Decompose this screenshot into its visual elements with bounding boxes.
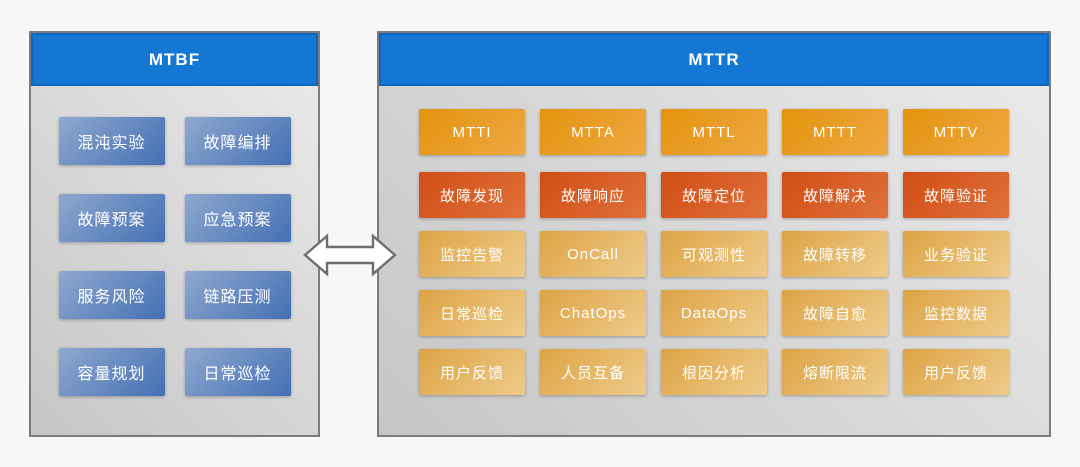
mttr-item-r4-c1: 人员互备 (540, 349, 646, 395)
mttr-title: MTTR (688, 49, 740, 69)
double-arrow-shape (303, 233, 397, 277)
mttr-body: MTTI MTTA MTTL MTTT MTTV 故障发现故障响应故障定位故障解决故障验证… (379, 86, 1049, 395)
mttr-item-r2-c0: 监控告警 (419, 231, 525, 277)
mttr-panel-header: MTTR (379, 33, 1049, 86)
mttr-item-r2-c1: OnCall (540, 231, 646, 277)
mttr-item-r3-c3: 故障自愈 (782, 290, 888, 336)
mtbf-panel-header: MTBF (31, 33, 318, 86)
mttr-item-r3-c0: 日常巡检 (419, 290, 525, 336)
mttr-item-r2-c4: 业务验证 (903, 231, 1009, 277)
mttr-item-r3-c1: ChatOps (540, 290, 646, 336)
mtbf-item-4: 服务风险 (58, 271, 165, 319)
mttr-item-r2-c3: 故障转移 (782, 231, 888, 277)
mtbf-item-3: 应急预案 (184, 194, 291, 242)
mttr-item-r0-c4: MTTV (903, 109, 1009, 155)
mtbf-panel: MTBF 混沌实验故障编排故障预案应急预案服务风险链路压测容量规划日常巡检 (29, 31, 320, 437)
mtbf-title: MTBF (148, 49, 201, 69)
mttr-item-r0-c0: MTTI (419, 109, 525, 155)
mttr-item-r1-c0: 故障发现 (419, 172, 525, 218)
mttr-item-r1-c1: 故障响应 (540, 172, 646, 218)
mtbf-item-1: 故障编排 (184, 117, 291, 165)
mttr-item-r0-c2: MTTL (661, 109, 767, 155)
mttr-item-r1-c2: 故障定位 (661, 172, 767, 218)
mttr-item-r0-c1: MTTA (540, 109, 646, 155)
mttr-panel: MTTR MTTI MTTA MTTL MTTT MTTV 故障发现故障响应故障定位故障解… (377, 31, 1051, 437)
mttr-item-r4-c4: 用户反馈 (903, 349, 1009, 395)
mtbf-item-5: 链路压测 (184, 271, 291, 319)
mttr-item-r0-c3: MTTT (782, 109, 888, 155)
mttr-item-r4-c2: 根因分析 (661, 349, 767, 395)
mttr-item-r1-c4: 故障验证 (903, 172, 1009, 218)
mtbf-item-6: 容量规划 (58, 348, 165, 396)
mtbf-item-2: 故障预案 (58, 194, 165, 242)
mtbf-item-0: 混沌实验 (58, 117, 165, 165)
mtbf-body: 混沌实验故障编排故障预案应急预案服务风险链路压测容量规划日常巡检 (31, 86, 318, 396)
mttr-item-r4-c3: 熔断限流 (782, 349, 888, 395)
mttr-item-r1-c3: 故障解决 (782, 172, 888, 218)
mttr-item-r3-c2: DataOps (661, 290, 767, 336)
mttr-item-r3-c4: 监控数据 (903, 290, 1009, 336)
bidirectional-arrow-icon (303, 233, 397, 277)
mtbf-item-7: 日常巡检 (184, 348, 291, 396)
mttr-item-r2-c2: 可观测性 (661, 231, 767, 277)
mttr-item-r4-c0: 用户反馈 (419, 349, 525, 395)
